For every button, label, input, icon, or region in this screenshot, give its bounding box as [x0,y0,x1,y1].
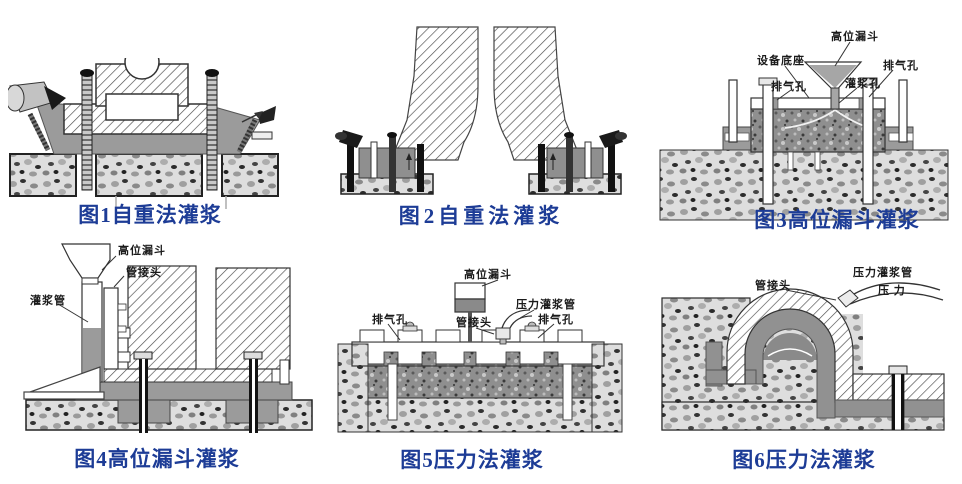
fig6-label-joint: 管接头 [755,280,791,292]
fig5-bolt-channels [387,363,573,421]
fig5-drawing [337,279,623,433]
fig6-caption: 图6压力法灌浆 [732,448,876,472]
fig3-leader-lines [776,41,894,104]
fig2-left-mounting-pad [335,130,434,195]
fig3-label-funnel: 高位漏斗 [831,31,879,43]
fig5-grout-layer [367,351,593,399]
fig6-drawing [661,282,945,431]
fig4-wedge-block [23,366,105,400]
fig4-funnel [61,243,111,285]
figure-6-pressure-grouting: 管接头 压力灌浆管 压 力 [648,262,954,438]
fig5-funnel [454,282,486,342]
figure-5-pressure-grouting: 高位漏斗 压力灌浆管 排气孔 管接头 排气孔 [330,258,630,436]
fig3-label-vent-left: 排气孔 [771,81,807,93]
figure-1-self-weight-grouting [8,58,280,210]
fig5-caption: 图5压力法灌浆 [400,448,544,472]
fig1-anchor-bolts [80,69,219,191]
fig4-label-pipe: 灌浆管 [30,295,66,307]
fig3-label-vent-right: 排气孔 [883,60,919,72]
fig5-leader-lines [387,279,555,341]
fig5-concrete-foundation [337,343,623,433]
fig2-caption: 图2自重法灌浆 [398,204,564,228]
fig5-label-vent-left: 排气孔 [372,314,408,326]
fig6-label-pressure: 压 力 [878,285,906,297]
fig3-anchor-bolts [728,77,908,205]
figure-3-high-funnel-grouting: 高位漏斗 设备底座 排气孔 灌浆孔 排气孔 [645,26,957,232]
fig5-label-funnel: 高位漏斗 [464,269,512,281]
fig1-right-fitting [236,106,276,154]
fig4-caption: 图4高位漏斗灌浆 [74,447,240,471]
fig4-leader-lines [57,255,125,323]
figure-2-self-weight-grouting [333,24,629,202]
fig2-machine-column [390,26,582,161]
fig4-label-joint: 管接头 [126,267,162,279]
fig2-right-mounting-pad [528,130,627,195]
fig5-label-pressure-pipe: 压力灌浆管 [516,299,576,311]
fig1-caption: 图1自重法灌浆 [78,203,222,227]
fig3-funnel [803,61,863,110]
fig6-leader-lines [785,289,837,301]
fig6-label-pressure-pipe: 压力灌浆管 [853,267,913,279]
fig2-drawing [335,26,627,195]
fig4-drawing [23,243,313,433]
fig3-caption: 图3高位漏斗灌浆 [754,208,920,232]
fig3-label-base: 设备底座 [757,55,805,67]
fig1-concrete-foundation [9,153,279,197]
figure-4-high-funnel-grouting: 高位漏斗 管接头 灌浆管 [18,240,320,442]
fig4-pipe-joint [103,287,127,370]
fig5-label-vent-right: 排气孔 [538,314,574,326]
fig1-drawing [8,58,279,209]
fig5-pressure-pipe [495,309,533,345]
fig1-pouring-ladle [8,81,66,152]
fig6-pressure-pipe [837,282,944,308]
fig6-anchor-bolt [888,365,908,431]
fig3-label-grout-hole: 灌浆孔 [845,78,881,90]
fig4-label-funnel: 高位漏斗 [118,245,166,257]
fig4-anchor-bolts [133,351,290,433]
fig1-leader-lines [115,196,227,209]
fig3-drawing [659,41,949,221]
fig5-label-joint: 管接头 [456,317,492,329]
fig4-sole-plate [103,368,273,383]
fig6-grout-dome-cap [763,333,817,360]
fig3-concrete-foundation [659,149,949,221]
